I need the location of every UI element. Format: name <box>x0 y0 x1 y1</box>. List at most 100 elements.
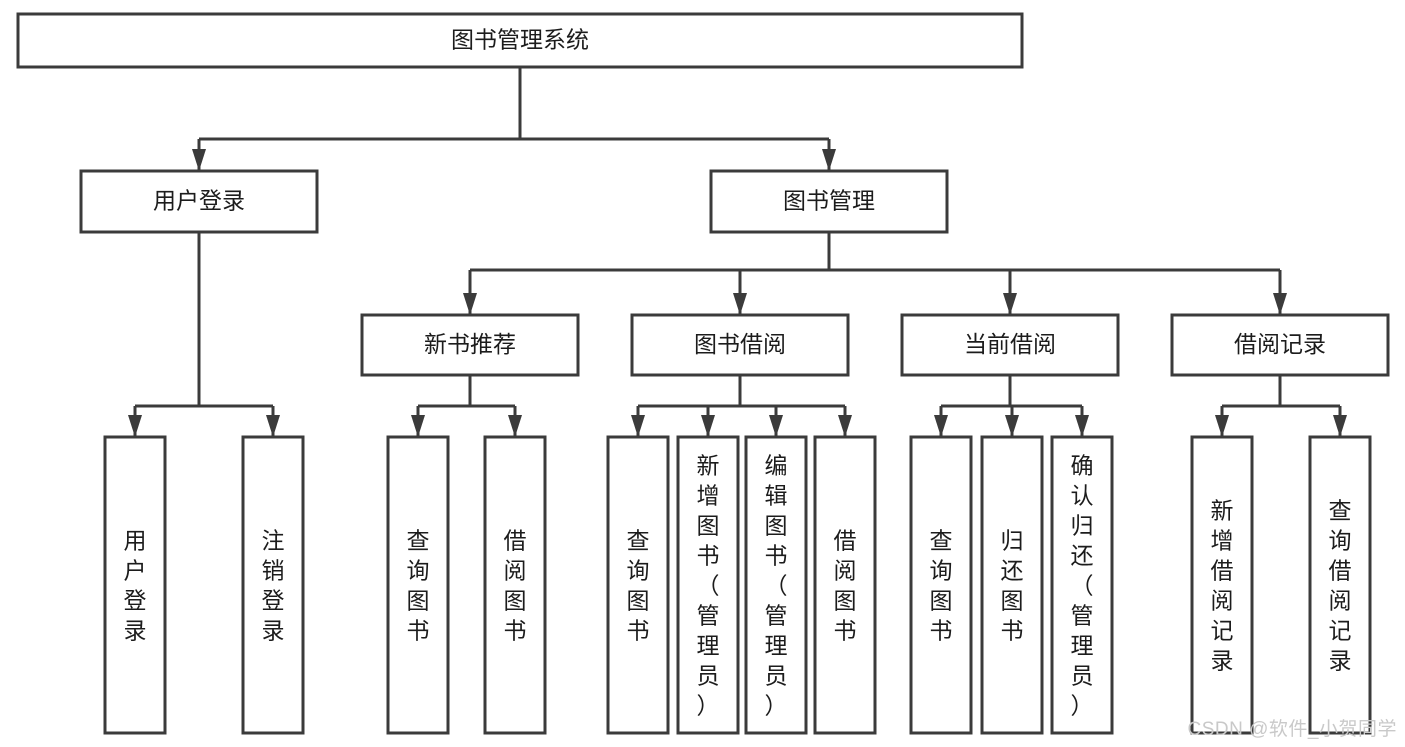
root-arrow-1 <box>822 149 836 171</box>
book-management-arrow-3 <box>1273 293 1287 315</box>
node-box-leaf-query-borrow-record <box>1308 435 1372 735</box>
node-label-leaf-confirm-return-char-1: 认 <box>1071 482 1094 508</box>
node-user-login[interactable]: 用户登录 <box>79 169 319 234</box>
node-label-leaf-logout-char-1: 销 <box>262 557 285 583</box>
node-label-leaf-user-login-char-3: 录 <box>124 617 147 643</box>
node-label-leaf-confirm-return-char-2: 归 <box>1071 512 1094 538</box>
node-label-leaf-query-book-current-char-0: 查 <box>930 527 953 553</box>
node-label-leaf-query-book-recommend-char-0: 查 <box>407 527 430 553</box>
node-label-leaf-return-book-char-1: 还 <box>1001 557 1024 583</box>
node-box-leaf-user-login <box>103 435 167 735</box>
node-label-leaf-query-book-recommend-char-1: 询 <box>407 557 430 583</box>
node-label-leaf-add-borrow-record-char-3: 阅 <box>1211 587 1234 613</box>
node-label-leaf-add-book-char-7: 员 <box>697 662 720 688</box>
node-undefined[interactable]: 图书管理系统 <box>16 12 1024 69</box>
node-label-leaf-edit-book-char-3: 书 <box>765 542 788 568</box>
node-label-leaf-borrow-book-recommend-char-2: 图 <box>504 587 527 613</box>
node-book-borrow[interactable]: 图书借阅 <box>630 313 850 377</box>
new-book-recommend-arrow-0 <box>411 415 425 437</box>
node-label-leaf-edit-book-char-8: ） <box>765 692 788 718</box>
node-box-leaf-edit-book <box>744 435 808 735</box>
node-label-leaf-edit-book-char-6: 理 <box>765 632 788 658</box>
node-label-leaf-query-book-recommend-char-3: 书 <box>407 617 430 643</box>
borrow-record-arrow-1 <box>1333 415 1347 437</box>
node-label-leaf-query-book-borrow-char-2: 图 <box>627 587 650 613</box>
node-box-leaf-logout <box>241 435 305 735</box>
node-label-leaf-return-book-char-0: 归 <box>1001 527 1024 553</box>
node-boxes-layer: 图书管理系统用户登录图书管理新书推荐图书借阅当前借阅借阅记录用户登录注销登录查询… <box>16 12 1390 735</box>
node-label-leaf-borrow-book-char-2: 图 <box>834 587 857 613</box>
node-label-current-borrow: 当前借阅 <box>964 331 1056 357</box>
node-label-leaf-add-book-char-0: 新 <box>697 452 720 478</box>
node-leaf-user-login[interactable]: 用户登录 <box>103 435 167 735</box>
current-borrow-arrow-2 <box>1075 415 1089 437</box>
node-box-leaf-query-book-current <box>909 435 973 735</box>
csdn-watermark: CSDN @软件_小贺同学 <box>1187 719 1397 740</box>
node-label-leaf-edit-book-char-4: （ <box>765 572 788 598</box>
node-box-undefined <box>16 12 1024 69</box>
new-book-recommend-arrow-1 <box>508 415 522 437</box>
node-label-leaf-add-book-char-6: 理 <box>697 632 720 658</box>
node-label-leaf-borrow-book-char-1: 阅 <box>834 557 857 583</box>
node-box-leaf-add-borrow-record <box>1190 435 1254 735</box>
node-label-leaf-confirm-return-char-0: 确 <box>1071 452 1094 478</box>
node-box-leaf-borrow-book-recommend <box>483 435 547 735</box>
node-label-leaf-borrow-book-char-3: 书 <box>834 617 857 643</box>
borrow-record-arrow-0 <box>1215 415 1229 437</box>
node-label-leaf-borrow-book-recommend-char-1: 阅 <box>504 557 527 583</box>
node-label-leaf-edit-book-char-5: 管 <box>765 602 788 628</box>
node-label-leaf-add-borrow-record-char-1: 增 <box>1211 527 1234 553</box>
node-label-user-login: 用户登录 <box>153 188 245 214</box>
node-label-leaf-borrow-book-recommend-char-3: 书 <box>504 617 527 643</box>
node-label-borrow-record: 借阅记录 <box>1234 331 1326 357</box>
node-label-leaf-query-borrow-record-char-4: 记 <box>1329 617 1352 643</box>
node-label-leaf-confirm-return-char-5: 管 <box>1071 602 1094 628</box>
node-label-leaf-add-borrow-record-char-5: 录 <box>1211 647 1234 673</box>
node-label-leaf-confirm-return-char-7: 员 <box>1071 662 1094 688</box>
node-box-book-borrow <box>630 313 850 377</box>
node-label-leaf-query-borrow-record-char-0: 查 <box>1329 497 1352 523</box>
node-label-leaf-return-book-char-3: 书 <box>1001 617 1024 643</box>
node-label-leaf-query-book-borrow-char-1: 询 <box>627 557 650 583</box>
node-label-new-book-recommend: 新书推荐 <box>424 331 516 357</box>
node-box-leaf-return-book <box>980 435 1044 735</box>
node-label-leaf-query-borrow-record-char-5: 录 <box>1329 647 1352 673</box>
node-new-book-recommend[interactable]: 新书推荐 <box>360 313 580 377</box>
node-label-leaf-add-book-char-2: 图 <box>697 512 720 538</box>
node-label-leaf-add-book-char-8: ） <box>697 692 720 718</box>
node-label-leaf-query-borrow-record-char-1: 询 <box>1329 527 1352 553</box>
node-label-undefined: 图书管理系统 <box>451 27 589 53</box>
node-label-leaf-logout-char-2: 登 <box>262 587 285 613</box>
book-management-arrow-1 <box>733 293 747 315</box>
node-current-borrow[interactable]: 当前借阅 <box>900 313 1120 377</box>
book-borrow-arrow-3 <box>838 415 852 437</box>
connector-edges-layer <box>128 67 1347 437</box>
node-borrow-record[interactable]: 借阅记录 <box>1170 313 1390 377</box>
book-borrow-arrow-0 <box>631 415 645 437</box>
node-label-leaf-add-borrow-record-char-0: 新 <box>1211 497 1234 523</box>
node-label-book-borrow: 图书借阅 <box>694 331 786 357</box>
node-book-management[interactable]: 图书管理 <box>709 169 949 234</box>
node-label-leaf-add-borrow-record-char-4: 记 <box>1211 617 1234 643</box>
node-label-leaf-logout-char-3: 录 <box>262 617 285 643</box>
node-label-leaf-confirm-return-char-3: 还 <box>1071 542 1094 568</box>
node-label-leaf-return-book-char-2: 图 <box>1001 587 1024 613</box>
node-label-leaf-query-book-current-char-1: 询 <box>930 557 953 583</box>
node-label-leaf-user-login-char-1: 户 <box>124 557 147 583</box>
node-label-leaf-query-borrow-record-char-2: 借 <box>1329 557 1352 583</box>
node-label-leaf-edit-book-char-2: 图 <box>765 512 788 538</box>
node-label-leaf-query-borrow-record-char-3: 阅 <box>1329 587 1352 613</box>
